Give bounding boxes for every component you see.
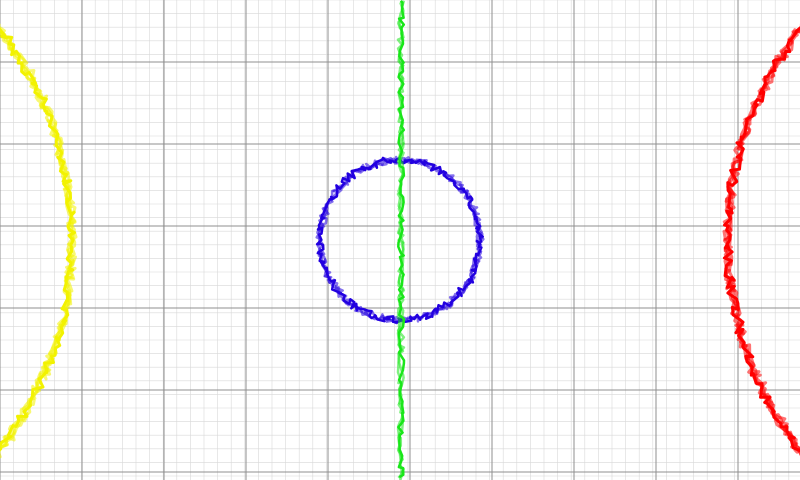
green-center-line [398, 1, 404, 480]
red-stroke [724, 1, 800, 477]
red-stroke [725, 4, 800, 480]
yellow-left-boundary-arc [0, 0, 76, 480]
red-stroke [725, 1, 800, 479]
yellow-stroke [0, 2, 75, 476]
yellow-stroke [0, 3, 76, 479]
red-right-boundary-arc [724, 1, 800, 480]
yellow-stroke [0, 0, 75, 476]
red-stroke [724, 1, 800, 480]
yellow-stroke [0, 2, 75, 480]
